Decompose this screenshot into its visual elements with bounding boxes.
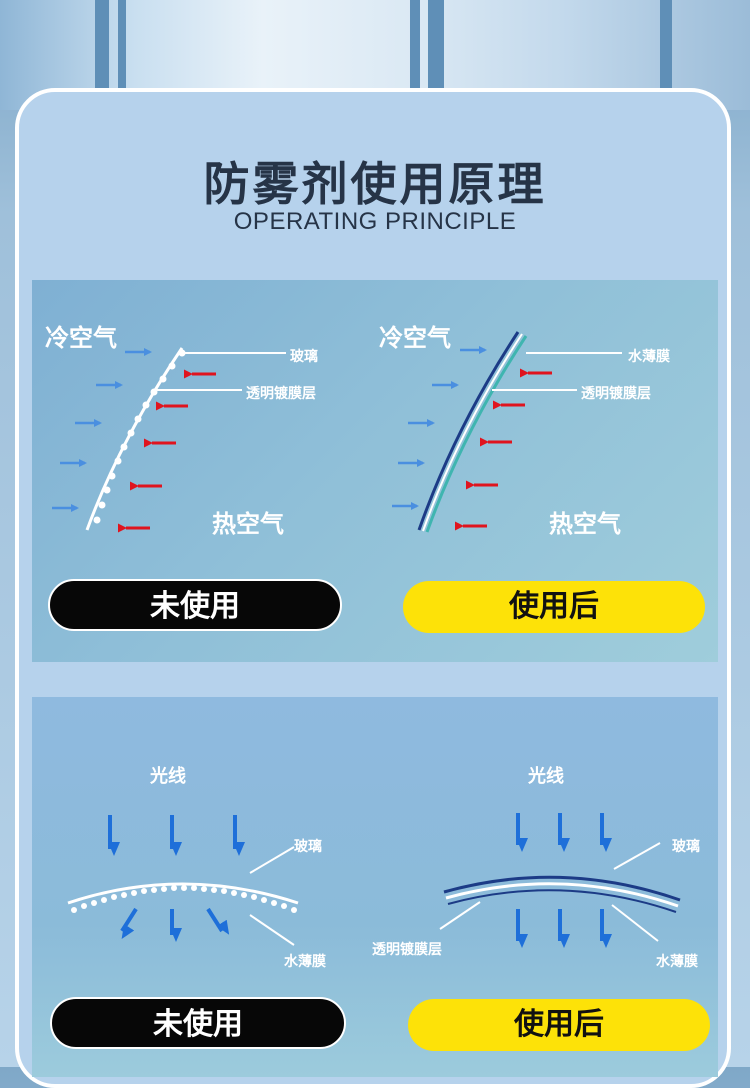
water-film-line (425, 335, 528, 533)
cold-air-label: 冷空气 (379, 324, 451, 352)
diagram-condensation: 冷空气 玻璃 透明镀膜层 热空气 冷空气 水薄膜 透明镀膜层 热空气 未使用 使… (32, 280, 718, 662)
glass-line (417, 331, 520, 531)
incoming-light-arrows (108, 815, 245, 856)
water-film-label: 水薄膜 (656, 954, 698, 970)
hot-air-label: 热空气 (549, 510, 621, 538)
window-frame (660, 0, 672, 95)
not-used-badge: 未使用 (48, 579, 342, 631)
coating-label: 透明镀膜层 (372, 942, 442, 958)
hot-air-arrows (118, 369, 216, 533)
coating-line (445, 882, 679, 908)
page-title: 防雾剂使用原理 (203, 157, 547, 211)
hot-air-label: 热空气 (212, 510, 284, 538)
glass-line (443, 875, 681, 902)
coating-label: 透明镀膜层 (246, 386, 316, 402)
condensation-diagram-graphics (52, 331, 622, 533)
glass-label: 玻璃 (294, 839, 322, 855)
right-leader-lines (492, 352, 622, 391)
diagram-light-transmission: 光线 玻璃 水薄膜 光线 玻璃 透明镀膜层 水薄膜 未使用 使用后 (32, 697, 718, 1077)
left-leader-lines (157, 352, 286, 391)
water-film-label: 水薄膜 (628, 349, 670, 365)
hot-air-arrows (455, 368, 552, 531)
water-droplets (93, 349, 186, 524)
cold-air-arrows (392, 346, 487, 510)
glass-label: 玻璃 (290, 349, 318, 365)
coating-line (422, 333, 523, 532)
incoming-light-arrows (516, 813, 612, 852)
light-diagram-graphics (67, 813, 681, 948)
light-label: 光线 (528, 766, 564, 787)
coating-label: 透明镀膜层 (581, 386, 651, 402)
transmitted-light-arrows (516, 909, 612, 948)
cold-air-arrows (52, 348, 152, 512)
window-frame (118, 0, 126, 95)
water-droplets (71, 885, 297, 913)
light-label: 光线 (150, 766, 186, 787)
not-used-badge: 未使用 (50, 997, 346, 1049)
after-use-badge: 使用后 (403, 581, 705, 633)
right-leader-lines (439, 842, 661, 942)
after-use-badge: 使用后 (408, 999, 710, 1051)
scattered-light-arrows (120, 907, 230, 942)
window-frame (95, 0, 109, 95)
window-frame (410, 0, 420, 95)
water-film-label: 水薄膜 (284, 954, 326, 970)
glass-line (67, 882, 299, 905)
window-frame (428, 0, 444, 95)
glass-label: 玻璃 (672, 839, 700, 855)
page-subtitle: OPERATING PRINCIPLE (233, 208, 517, 235)
water-film-line (447, 889, 677, 913)
left-leader-lines (249, 846, 295, 946)
glass-line (85, 347, 184, 531)
cold-air-label: 冷空气 (45, 324, 117, 352)
